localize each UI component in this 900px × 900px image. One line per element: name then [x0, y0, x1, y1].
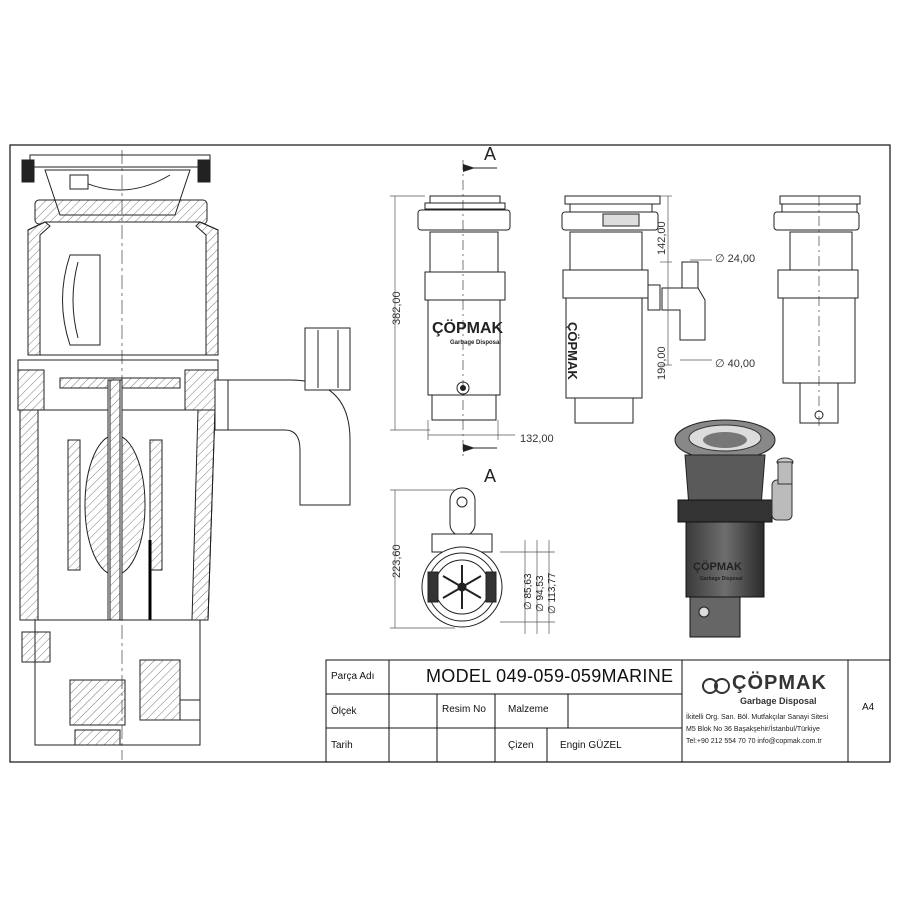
- date-label: Tarih: [331, 740, 353, 751]
- section-view-a-a: [17, 150, 351, 760]
- company-address-2: M5 Blok No 36 Başakşehir/İstanbul/Türkiy…: [686, 726, 820, 733]
- dim-side: [660, 195, 712, 366]
- dim-overall-height-value: 382,00: [391, 291, 403, 325]
- company-logo-subtext: Garbage Disposal: [740, 696, 817, 706]
- product-logo-iso-sub: Garbage Disposal: [700, 576, 743, 582]
- part-name-label: Parça Adı: [331, 671, 375, 682]
- dim-top-height-value: 142,00: [656, 221, 668, 255]
- section-label-top: A: [484, 144, 496, 164]
- company-logo: ÇÖPMAK Garbage Disposal: [700, 672, 835, 708]
- dim-inlet-diameter-value: ∅ 24,00: [715, 253, 755, 265]
- section-mark-bottom: [463, 444, 497, 452]
- section-label-bottom: A: [484, 466, 496, 486]
- dim-base-width: [427, 420, 515, 440]
- model-name: MODEL 049-059-059MARINE: [426, 666, 674, 686]
- dim-diameter-3-value: ∅ 113,77: [547, 572, 558, 614]
- front-view: [417, 160, 511, 460]
- sheet-size: A4: [862, 702, 875, 713]
- product-logo-front: ÇÖPMAK: [432, 318, 504, 337]
- dim-outlet-height-value: 190,00: [656, 346, 668, 380]
- dim-diameter-2-value: ∅ 94,53: [535, 575, 546, 612]
- outlet-pipe-detail: [661, 261, 706, 341]
- company-contact: Tel:+90 212 554 70 70 info@copmak.com.tr: [686, 738, 822, 745]
- side-view: [561, 195, 661, 424]
- product-logo-side: ÇÖPMAK: [565, 322, 580, 380]
- section-mark-top: [463, 164, 497, 172]
- dim-base-width-value: 132,00: [520, 433, 554, 445]
- drawing-no-label: Resim No: [442, 704, 486, 715]
- company-address-1: İkitelli Org. San. Böl. Mutfakçılar Sana…: [686, 714, 828, 721]
- drawn-by-value: Engin GÜZEL: [560, 740, 622, 751]
- top-view: [421, 487, 503, 628]
- rear-view: [773, 195, 861, 430]
- dim-top-view-depth-value: 223,60: [391, 544, 403, 578]
- drawn-by-label: Çizen: [508, 740, 534, 751]
- scale-label: Ölçek: [331, 706, 357, 717]
- company-logo-text: ÇÖPMAK: [732, 672, 827, 694]
- dim-overall-height: [390, 195, 430, 431]
- dim-top-view: [390, 489, 555, 634]
- dim-diameter-1-value: ∅ 85,63: [523, 573, 534, 610]
- product-logo-iso: ÇÖPMAK: [693, 560, 742, 573]
- dim-outlet-diameter-value: ∅ 40,00: [715, 358, 755, 370]
- recycle-icon: [702, 678, 730, 694]
- product-logo-front-sub: Garbage Disposal: [450, 340, 501, 346]
- title-block-grid: [325, 659, 891, 763]
- isometric-render: [674, 419, 794, 638]
- material-label: Malzeme: [508, 704, 549, 715]
